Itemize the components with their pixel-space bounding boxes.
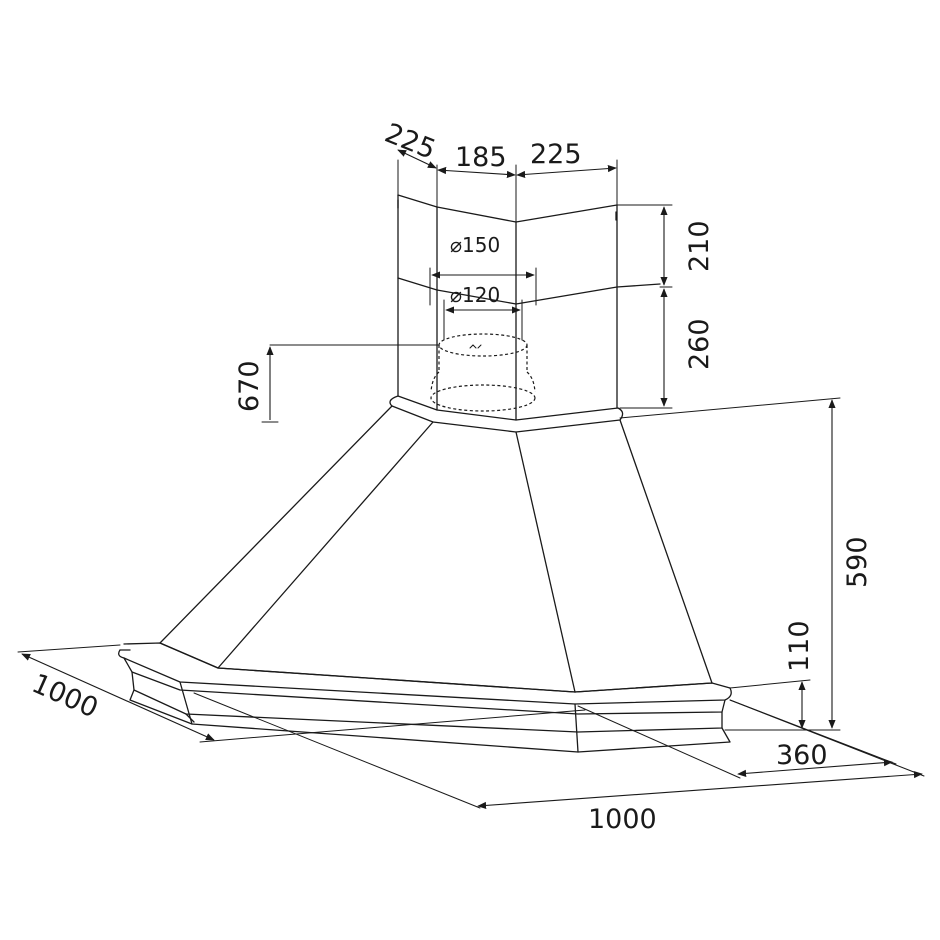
hood-left-edge: [159, 405, 393, 644]
outlet-connector: [430, 333, 536, 412]
hood-right-edge: [619, 419, 713, 684]
dim-chimney-side-left: 225: [380, 118, 439, 166]
chimney-joint: [397, 277, 661, 305]
dim-upper-chimney: 210: [684, 220, 715, 272]
dim-outlet-outer-diameter: ⌀150: [450, 233, 500, 257]
dim-base-height: 110: [784, 620, 815, 672]
dim-chimney-side-right: 225: [530, 139, 582, 170]
dim-width-right: 1000: [588, 804, 657, 835]
dim-outlet-height: 670: [234, 360, 265, 412]
frame-bottom: [129, 689, 731, 753]
hood-canopy: [159, 395, 713, 693]
dim-outlet-inner-diameter: ⌀120: [450, 283, 500, 307]
top-collar: [389, 395, 624, 433]
dim-lower-chimney: 260: [684, 318, 715, 370]
hood-front-left-edge: [217, 421, 434, 669]
canopy-bottom: [159, 642, 713, 693]
hood-front-right-edge: [515, 431, 576, 693]
dim-hood-height: 590: [842, 536, 873, 588]
hood-base-frame: [118, 642, 732, 753]
dim-chimney-front: 185: [455, 142, 507, 173]
frame-top: [123, 642, 731, 693]
dimensions: 225 185 225 210 260 ⌀150 ⌀120 670 590 1: [17, 118, 925, 835]
damper-mark: [469, 344, 482, 349]
frame-lip: [118, 649, 732, 705]
chimney-top: [397, 194, 618, 223]
frame-corner-front: [574, 703, 579, 753]
chimney: [397, 194, 661, 421]
dim-width-left: 1000: [27, 668, 102, 724]
dim-base-depth: 360: [776, 740, 828, 771]
